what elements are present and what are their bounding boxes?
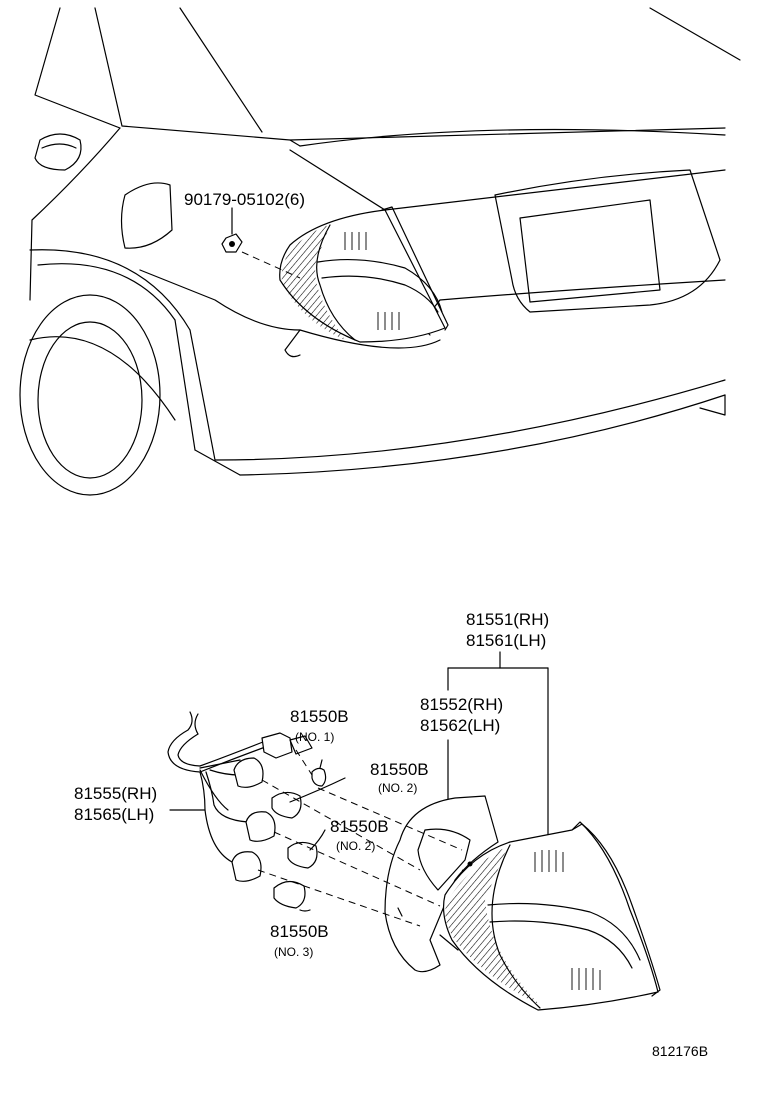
part-label-lens-rh: 81552(RH) bbox=[420, 695, 503, 714]
part-note-bulb-2a: (NO. 2) bbox=[378, 781, 417, 795]
part-label-socket-lh: 81565(LH) bbox=[74, 805, 154, 824]
part-label-lamp-assy-lh: 81561(LH) bbox=[466, 631, 546, 650]
part-label-lens-lh: 81562(LH) bbox=[420, 716, 500, 735]
exploded-taillight-illustration bbox=[167, 651, 661, 1011]
part-label-bulb-2b: 81550B bbox=[330, 817, 389, 836]
part-note-bulb-3: (NO. 3) bbox=[274, 945, 313, 959]
part-label-bulb-3: 81550B bbox=[270, 922, 329, 941]
part-label-socket-rh: 81555(RH) bbox=[74, 784, 157, 803]
part-label-lamp-assy-rh: 81551(RH) bbox=[466, 610, 549, 629]
part-label-bulb-2a: 81550B bbox=[370, 760, 429, 779]
part-label-bulb-1: 81550B bbox=[290, 707, 349, 726]
vehicle-rear-illustration bbox=[19, 7, 741, 496]
part-note-bulb-2b: (NO. 2) bbox=[336, 839, 375, 853]
diagram-id: 812176B bbox=[652, 1043, 708, 1059]
part-note-bulb-1: (NO. 1) bbox=[295, 730, 334, 744]
part-label-nut: 90179-05102(6) bbox=[184, 190, 305, 209]
